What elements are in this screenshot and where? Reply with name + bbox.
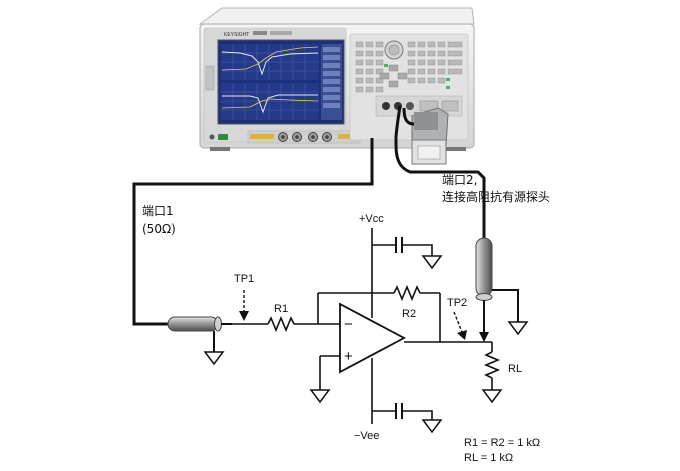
analyzer-screen (217, 39, 345, 125)
resistor-values-note-1: R1 = R2 = 1 kΩ (464, 437, 541, 449)
tp1-label: TP1 (234, 273, 255, 285)
network-analyzer: KEYSIGHT (198, 7, 475, 165)
inverting-input-sign: − (344, 316, 353, 333)
port1-label: 端口1 (142, 204, 174, 218)
brand-logo-text: KEYSIGHT (224, 32, 249, 38)
amplifier-circuit (232, 228, 501, 424)
ground-icon (481, 389, 503, 404)
ground-icon (309, 389, 331, 404)
port2-label: 端口2, (442, 173, 478, 187)
r2-label: R2 (402, 308, 417, 320)
ground-icon (507, 321, 529, 336)
ground-icon (421, 255, 443, 270)
ground-icon (203, 351, 225, 366)
tp1-arrow (239, 290, 249, 321)
ground-symbols (309, 255, 503, 434)
r1-resistor-icon (267, 315, 295, 333)
tp2-arrow (453, 311, 467, 340)
noninverting-input-sign: + (344, 348, 353, 365)
port2-probe-label: 连接高阻抗有源探头 (442, 190, 551, 204)
rl-resistor-icon (483, 351, 501, 379)
tp2-label: TP2 (447, 297, 468, 309)
op-amp-symbol (339, 302, 406, 374)
r1-label: R1 (274, 303, 289, 315)
vcc-label: +Vcc (359, 213, 384, 225)
r2-resistor-icon (393, 284, 421, 302)
port1-cable (132, 138, 374, 326)
port2-cable (394, 105, 486, 238)
rl-label: RL (508, 363, 523, 375)
front-port-connectors (278, 132, 332, 142)
ground-icon (421, 419, 443, 434)
active-probe (475, 237, 529, 342)
resistor-values-note-2: RL = 1 kΩ (464, 452, 514, 464)
active-probe-interface-box (411, 107, 449, 165)
port1-coax-connector (167, 316, 232, 366)
port1-impedance-label: (50Ω) (142, 222, 176, 236)
vee-label: −Vee (354, 430, 380, 442)
